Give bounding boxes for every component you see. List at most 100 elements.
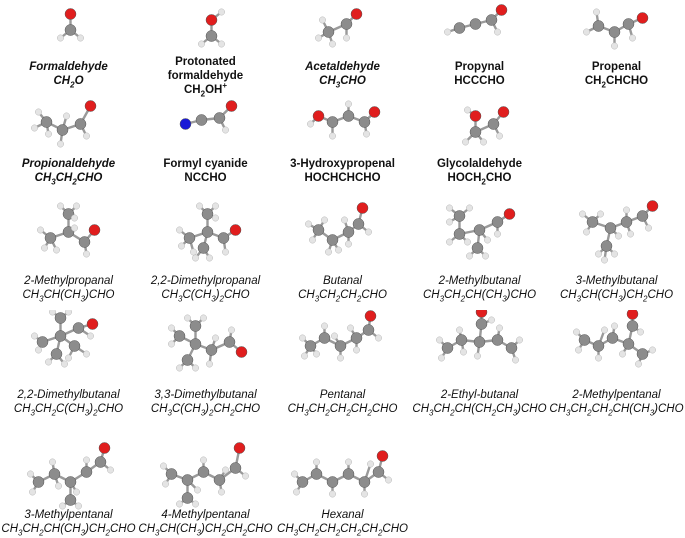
hydrogen-atom: [512, 356, 519, 364]
hydrogen-atom: [192, 254, 199, 262]
carbon-atom: [80, 466, 93, 478]
carbon-atom: [505, 342, 518, 354]
carbon-atom: [201, 226, 214, 238]
molecule-formula: CH3CH2CH2CH(CH3)CHO: [549, 403, 684, 418]
hydrogen-atom: [480, 138, 487, 146]
hydrogen-atom: [321, 216, 328, 224]
carbon-atom: [473, 336, 486, 348]
hydrogen-atom: [107, 466, 114, 474]
molecule-model-propenal: [583, 8, 649, 50]
oxygen-atom: [636, 12, 649, 24]
hydrogen-atom: [573, 328, 580, 336]
molecule-name: 2-Methylpropanal: [24, 275, 113, 287]
hydrogen-atom: [218, 40, 225, 48]
hydrogen-atom: [593, 8, 600, 16]
hydrogen-atom: [242, 472, 249, 480]
molecule-formula: CH3CH2CH(CH2CH3)CHO: [412, 403, 547, 418]
carbon-atom: [189, 320, 202, 332]
hydrogen-atom: [496, 132, 503, 140]
molecule-model-3-methylpentanal: [27, 442, 114, 510]
hydrogen-atom: [611, 250, 618, 258]
hydrogen-atom: [29, 488, 36, 496]
molecule-name: Protonated formaldehyde: [167, 56, 244, 82]
hydrogen-atom: [482, 252, 489, 260]
hydrogen-atom: [464, 238, 471, 246]
hydrogen-atom: [196, 202, 203, 210]
hydrogen-atom: [347, 324, 354, 332]
hydrogen-atom: [168, 340, 175, 348]
molecule-model-2-2-dimethylpropanal: [176, 202, 242, 262]
carbon-atom: [475, 318, 488, 330]
hydrogen-atom: [176, 500, 183, 508]
molecule-formula: CH3C(CH3)2CH2CHO: [150, 403, 261, 418]
molecule-formula: CH2OH+: [184, 81, 227, 99]
hydrogen-atom: [446, 238, 453, 246]
hydrogen-atom: [325, 248, 332, 256]
hydrogen-atom: [645, 224, 652, 232]
hydrogen-atom: [516, 336, 523, 344]
carbon-atom: [197, 242, 210, 254]
molecule-name: 3-Methylpentanal: [24, 509, 113, 521]
hydrogen-atom: [615, 232, 622, 240]
carbon-atom: [350, 332, 363, 344]
hydrogen-atom: [595, 354, 602, 362]
molecule-formula: CH3CH2C(CH3)2CHO: [13, 403, 124, 418]
hydrogen-atom: [49, 458, 56, 466]
carbon-atom: [608, 26, 621, 38]
carbon-atom: [342, 226, 355, 238]
carbon-atom: [636, 210, 649, 222]
oxygen-atom: [233, 442, 246, 454]
oxygen-atom: [84, 100, 97, 112]
molecule-formula: CH3CH(CH3)CHO: [22, 289, 115, 304]
hydrogen-atom: [77, 34, 84, 42]
molecule-name: Propenal: [591, 61, 642, 73]
hydrogen-atom: [365, 228, 372, 236]
carbon-atom: [342, 110, 355, 122]
hydrogen-atom: [329, 132, 336, 140]
carbon-atom: [181, 354, 194, 366]
hydrogen-atom: [73, 488, 80, 496]
molecule-model-propynal: [444, 4, 508, 36]
hydrogen-atom: [200, 314, 207, 322]
hydrogen-atom: [462, 138, 469, 146]
carbon-atom: [50, 348, 63, 360]
hydrogen-atom: [83, 132, 90, 140]
carbon-atom: [326, 116, 339, 128]
carbon-atom: [441, 342, 454, 354]
hydrogen-atom: [583, 228, 590, 236]
carbon-atom: [592, 340, 605, 352]
hydrogen-atom: [71, 214, 78, 222]
carbon-atom: [491, 216, 504, 228]
hydrogen-atom: [75, 502, 82, 510]
carbon-atom: [578, 334, 591, 346]
molecule-formula: CH3CH2CH(CH3)CH2CHO: [1, 523, 136, 538]
hydrogen-atom: [57, 140, 64, 148]
hydrogen-atom: [597, 210, 604, 218]
carbon-atom: [340, 18, 353, 30]
carbon-atom: [48, 468, 61, 480]
hydrogen-atom: [629, 34, 636, 42]
molecule-formula: HCCCHO: [454, 75, 505, 87]
carbon-atom: [40, 116, 53, 128]
carbon-atom: [296, 476, 309, 488]
hydrogen-atom: [168, 324, 175, 332]
carbon-atom: [165, 468, 178, 480]
molecule-formula: HOCHCHCHO: [304, 172, 381, 184]
hydrogen-atom: [222, 248, 229, 256]
carbon-atom: [473, 224, 486, 236]
molecule-formula: CH3CHO: [319, 75, 366, 90]
carbon-atom: [217, 232, 230, 244]
hydrogen-atom: [319, 16, 326, 24]
hydrogen-atom: [335, 246, 342, 254]
hydrogen-atom: [222, 466, 229, 474]
hydrogen-atom: [41, 244, 48, 252]
hydrogen-atom: [206, 254, 213, 262]
molecule-model-glycolaldehyde: [462, 106, 510, 146]
hydrogen-atom: [649, 346, 656, 354]
oxygen-atom: [86, 318, 99, 330]
